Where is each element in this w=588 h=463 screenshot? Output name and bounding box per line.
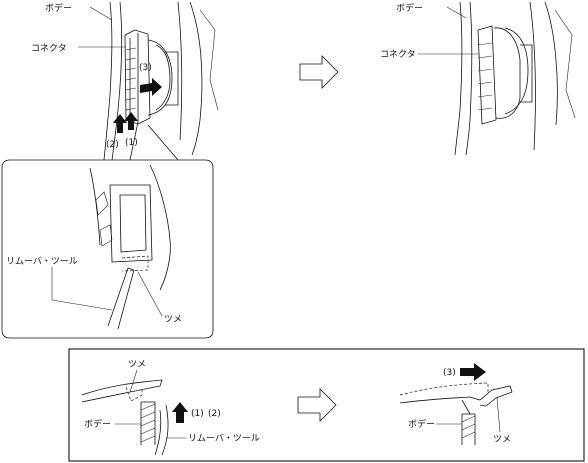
top-right-illustration (418, 1, 576, 156)
label-step-1: (1) (125, 138, 138, 148)
label-step-2-bottom: (2) (208, 409, 221, 419)
label-body-top-left: ボデー (45, 2, 72, 14)
label-step-2: (2) (106, 140, 119, 150)
arrow-up-bottom-icon (172, 402, 188, 423)
label-connector-top-right: コネクタ (380, 49, 416, 60)
label-claw-bottom-right: ツメ (493, 435, 511, 445)
arrow-2-up-icon (113, 114, 127, 133)
bottom-claw-detail (68, 348, 585, 462)
label-connector-top-left: コネクタ (31, 43, 67, 54)
next-step-arrow-bottom-icon (297, 388, 337, 422)
magnified-detail (1, 121, 214, 339)
next-step-arrow-top-icon (299, 55, 339, 89)
arrow-1-up-icon (124, 112, 138, 130)
top-left-illustration (78, 1, 219, 161)
label-body-top-right: ボデー (396, 2, 423, 14)
label-step-3: (3) (139, 63, 152, 73)
label-claw-bottom-left: ツメ (128, 360, 146, 370)
label-body-bottom-right: ボデー (408, 418, 435, 430)
arrow-3-pull-icon (140, 78, 162, 96)
arrow-right-bottom-icon (460, 363, 486, 381)
label-remover-tool-bottom: リムーバ・ツール (188, 433, 260, 444)
label-claw-detail: ツメ (164, 315, 182, 325)
label-step-3-bottom: (3) (443, 368, 456, 378)
label-remover-tool-detail: リムーバ・ツール (6, 256, 78, 267)
label-body-bottom-left: ボデー (84, 418, 111, 430)
label-step-1-bottom: (1) (191, 409, 204, 419)
